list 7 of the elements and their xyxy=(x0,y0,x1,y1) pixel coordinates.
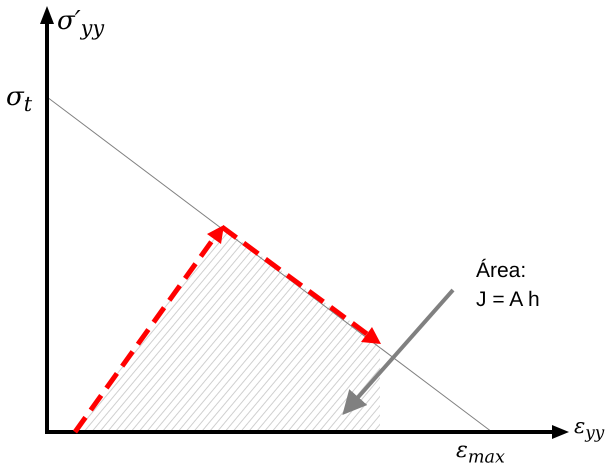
axis-label: ε$_{max}$ xyxy=(456,440,505,467)
axis-label: σ′$_{yy}$ xyxy=(57,8,104,40)
leader-arrow xyxy=(342,288,454,415)
axis-label: σ$_{t}$ xyxy=(6,84,32,116)
area-label: Área: xyxy=(476,258,528,284)
formula-text: J = A h xyxy=(476,287,541,312)
axis-label: ε$_{yy}$ xyxy=(574,416,604,441)
